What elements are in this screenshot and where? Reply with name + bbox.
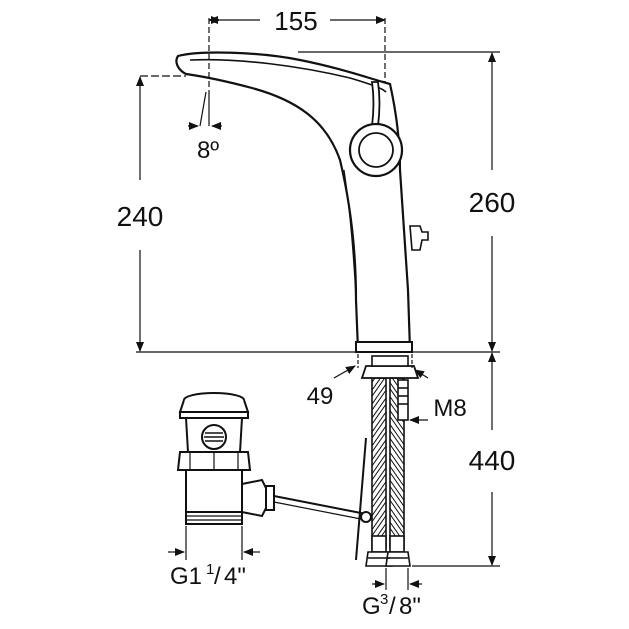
label-260: 260 [469,187,516,218]
faucet-base [355,341,413,353]
hose-left [371,377,387,549]
hoses [360,355,420,567]
popup-waste [176,392,372,561]
hose-thread-num: 3 [380,591,388,608]
label-240: 240 [117,201,164,232]
waste-thread-den: 4" [224,563,246,590]
base-nut [360,365,420,379]
hose-thread-main: G [362,593,381,620]
hose-thread-den: 8" [399,593,421,620]
mounting-stud [397,379,409,421]
hose-thread-slash: / [389,593,396,620]
dimension-lines [136,16,500,590]
popup-rod [409,225,429,251]
label-g-3-8: G 3 / 8" [362,591,421,620]
dimension-labels: 155 8º 240 260 49 M8 440 G1 1 / 4" G 3 /… [117,6,516,620]
label-155: 155 [274,6,317,36]
rod-clip [360,511,372,523]
handle-lever [370,81,381,127]
handle-ring-inner [358,132,394,168]
label-49: 49 [307,383,334,410]
waste-pipe [185,469,243,513]
connector-left [371,535,387,553]
waste-thread-main: G1 [170,563,202,590]
hose-nut-right [385,551,411,567]
faucet-body [175,51,429,353]
label-8-degree: 8º [197,137,219,164]
label-g1-1-4: G1 1 / 4" [170,561,246,590]
waste-side-connector [241,478,267,518]
spout-outline [175,51,412,352]
connector-right [389,535,405,553]
spout-top-line [189,58,387,93]
body-inner-line [343,169,357,301]
waste-thread-slash: / [214,563,221,590]
lift-rod [355,437,367,561]
waste-thread-num: 1 [206,561,214,578]
label-m8: M8 [433,395,466,422]
label-440: 440 [469,445,516,476]
waste-linkage-rod [273,495,367,515]
